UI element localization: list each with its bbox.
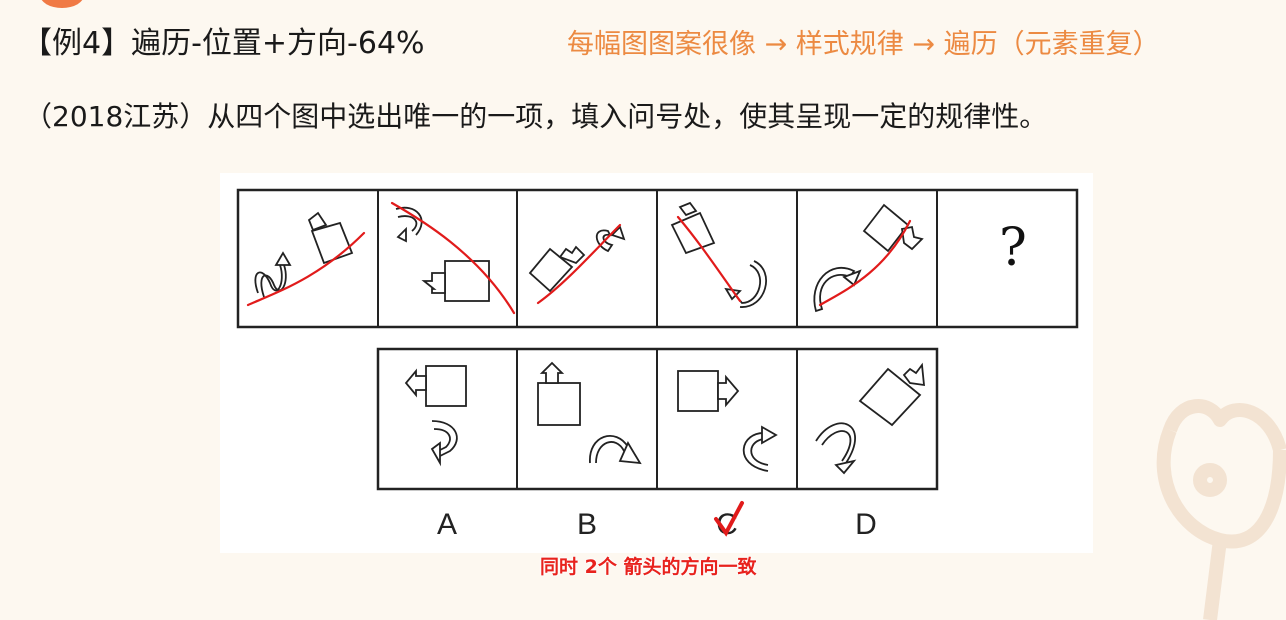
method-hint: 每幅图图案很像 → 样式规律 → 遍历（元素重复） — [567, 29, 1160, 60]
mascot-watermark-icon — [1156, 399, 1286, 620]
option-a-figure — [404, 365, 467, 467]
figure-panel: ? — [220, 173, 1093, 553]
puzzle-figure: ? — [236, 188, 1079, 541]
sequence-cell-3 — [528, 225, 626, 293]
unknown-mark: ? — [999, 218, 1027, 278]
sequence-cell-1 — [254, 211, 354, 298]
page-title: 【例4】遍历-位置+方向-64% — [22, 26, 425, 61]
option-label-b: B — [577, 508, 597, 541]
sequence-cell-5 — [813, 203, 924, 313]
option-c-figure — [677, 370, 778, 472]
corner-decoration — [40, 0, 84, 8]
option-label-a: A — [437, 508, 457, 541]
red-annotation-lines — [246, 201, 912, 315]
sequence-cell-4 — [670, 201, 767, 308]
question-text: （2018江苏）从四个图中选出唯一的一项，填入问号处，使其呈现一定的规律性。 — [24, 100, 1048, 133]
correct-check-icon — [714, 501, 744, 537]
annotation-note: 同时 2个 箭头的方向一致 — [540, 556, 757, 578]
option-label-d: D — [855, 508, 877, 541]
option-d-figure — [815, 362, 926, 475]
option-label-c: C — [716, 508, 738, 541]
sequence-cell-2 — [395, 206, 490, 302]
option-b-figure — [537, 361, 642, 465]
